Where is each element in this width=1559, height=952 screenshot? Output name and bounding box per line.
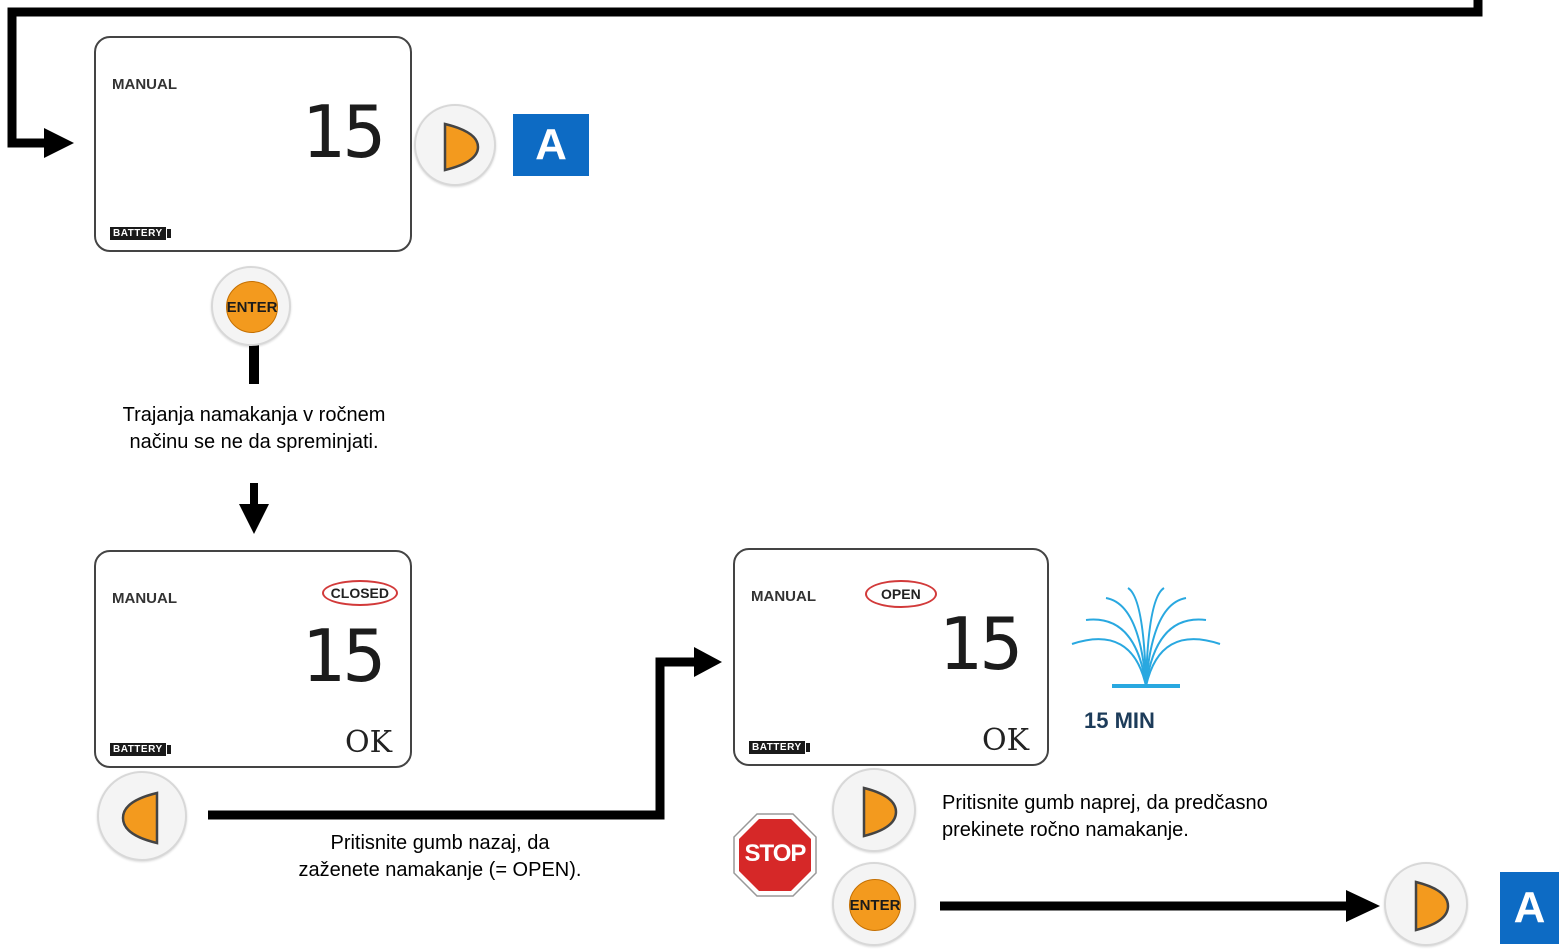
arrow-left-icon — [121, 791, 159, 845]
battery-label: BATTERY — [110, 227, 166, 240]
label-a-top: A — [513, 114, 589, 176]
status-badge-open: OPEN — [865, 580, 937, 608]
top-flow-line — [7, 0, 1483, 148]
battery-tip-icon — [805, 743, 810, 752]
mode-label: MANUAL — [112, 76, 177, 93]
battery-indicator: BATTERY — [110, 227, 171, 240]
back-button[interactable] — [97, 771, 187, 861]
duration-digits: 15 — [938, 602, 1023, 686]
label-a-bottom: A — [1500, 872, 1559, 944]
battery-label: BATTERY — [110, 743, 166, 756]
caption-line-1: Trajanja namakanja v ročnem — [122, 404, 386, 426]
stop-label: STOP — [744, 840, 807, 867]
battery-indicator: BATTERY — [749, 741, 810, 754]
status-badge-closed: CLOSED — [321, 580, 398, 606]
forward-button-bottom[interactable] — [832, 768, 916, 852]
stop-icon: STOP — [732, 812, 818, 898]
caption-forward-button: Pritisnite gumb naprej, da predčasno pre… — [942, 790, 1362, 844]
duration-digits: 15 — [301, 614, 386, 698]
battery-label: BATTERY — [749, 741, 805, 754]
arrow-right-icon — [443, 122, 480, 172]
arrow-right-icon — [862, 786, 898, 838]
arrow-right-icon — [1414, 880, 1450, 932]
lcd-screen-closed: MANUAL CLOSED 15 BATTERY OK — [94, 550, 412, 768]
forward-button-top[interactable] — [414, 104, 496, 186]
back-to-open-line — [208, 657, 700, 820]
duration-digits: 15 — [301, 90, 386, 174]
lcd-screen-open: MANUAL OPEN 15 BATTERY OK — [733, 548, 1049, 766]
caption-manual-duration: Trajanja namakanja v ročnem načinu se ne… — [74, 402, 434, 456]
duration-label: 15 MIN — [1084, 708, 1155, 733]
a-arrowhead — [1346, 890, 1380, 922]
down-arrowhead — [239, 504, 269, 534]
enter-button-top[interactable]: ENTER — [211, 266, 291, 346]
caption-line-1: Pritisnite gumb naprej, da predčasno — [942, 792, 1268, 814]
lcd-screen-top: MANUAL 15 BATTERY — [94, 36, 412, 252]
top-arrowhead — [44, 128, 74, 158]
enter-icon: ENTER — [226, 281, 278, 333]
battery-tip-icon — [166, 229, 171, 238]
enter-icon: ENTER — [849, 879, 901, 931]
ok-label: OK — [981, 723, 1029, 758]
ok-label: OK — [344, 725, 392, 760]
caption-line-2: prekinete ročno namakanje. — [942, 819, 1189, 841]
caption-line-2: načinu se ne da spreminjati. — [129, 431, 379, 453]
sprinkler-icon — [1071, 587, 1221, 688]
caption-back-button: Pritisnite gumb nazaj, da zaženete namak… — [240, 830, 640, 884]
mode-label: MANUAL — [112, 590, 177, 607]
open-arrowhead — [694, 647, 722, 677]
battery-tip-icon — [166, 745, 171, 754]
enter-button-bottom[interactable]: ENTER — [832, 862, 916, 946]
mode-label: MANUAL — [751, 588, 816, 605]
forward-button-a[interactable] — [1384, 862, 1468, 946]
caption-line-2: zaženete namakanje (= OPEN). — [298, 859, 582, 881]
caption-line-1: Pritisnite gumb nazaj, da — [330, 832, 550, 854]
battery-indicator: BATTERY — [110, 743, 171, 756]
